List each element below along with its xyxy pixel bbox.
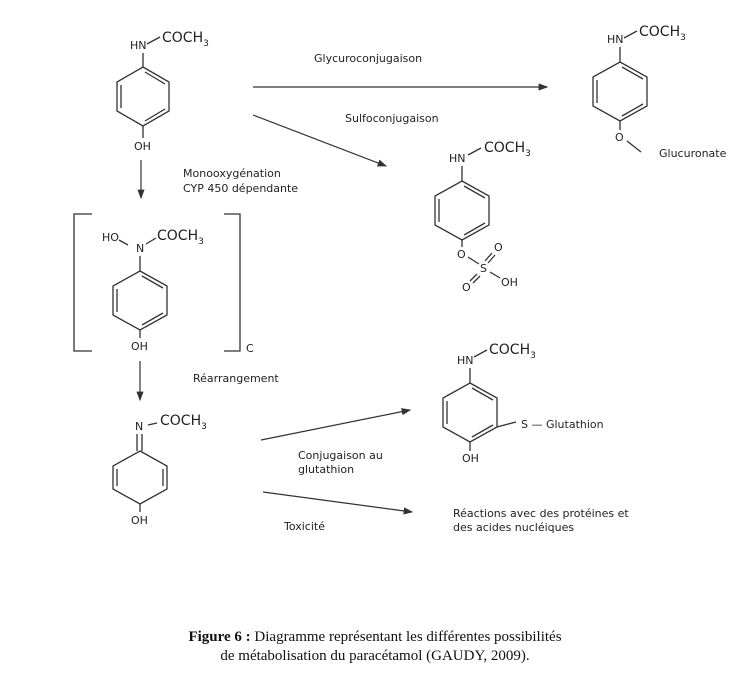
sulfate-hydroxyl-label: OH xyxy=(501,276,518,289)
arrow-sulfoconjugation xyxy=(252,114,388,167)
bracket-label: C xyxy=(246,342,254,355)
acetyl-group: COCH3 xyxy=(639,24,686,43)
amine-label: HN xyxy=(457,354,474,367)
acetyl-group: COCH3 xyxy=(162,30,209,49)
label-glucuroconjugation: Glycuroconjugaison xyxy=(314,52,422,65)
amine-label: HN xyxy=(449,152,466,165)
hydroxy-label: HO xyxy=(102,231,119,244)
molecule-glucuronide: COCH3 HN O Glucuronate xyxy=(592,24,727,160)
hydroxyl-label: OH xyxy=(462,452,479,465)
right-bracket xyxy=(224,213,241,352)
glucuronate-label: Glucuronate xyxy=(659,147,727,160)
hydroxyl-label: OH xyxy=(131,340,148,353)
nitrogen-label: N xyxy=(135,420,143,433)
acetyl-group: COCH3 xyxy=(160,413,207,432)
arrow-toxicity xyxy=(262,491,414,515)
label-glutathione-line1: Conjugaison au xyxy=(298,449,383,462)
left-bracket xyxy=(73,213,92,352)
label-rearrangement: Réarrangement xyxy=(193,372,279,385)
caption-line1: Diagramme représentant les différentes p… xyxy=(254,629,562,645)
sulfonyl-oxygen-2: O xyxy=(462,281,471,294)
molecule-glutathione-conjugate: COCH3 HN S — Glutathion OH xyxy=(442,342,604,465)
nitrogen-label: N xyxy=(136,242,144,255)
hydroxyl-label: OH xyxy=(134,140,151,153)
caption-line2: de métabolisation du paracétamol (GAUDY,… xyxy=(220,648,530,664)
amine-label: HN xyxy=(607,33,624,46)
glutathione-side-chain: S — Glutathion xyxy=(521,418,604,431)
hydroxyl-label: OH xyxy=(131,514,148,527)
figure-caption: Figure 6 : Diagramme représentant les di… xyxy=(0,628,750,666)
label-toxic-reactions-line2: des acides nucléiques xyxy=(453,521,574,534)
molecule-napqi: N COCH3 OH xyxy=(112,413,207,527)
label-sulfoconjugation: Sulfoconjugaison xyxy=(345,112,439,125)
label-toxicity: Toxicité xyxy=(283,520,325,533)
molecule-sulfate-conjugate: COCH3 HN O S O O OH xyxy=(434,140,531,294)
molecule-n-hydroxy-intermediate: C HO N COCH3 OH xyxy=(73,213,254,355)
sulfur-label: S xyxy=(480,262,487,275)
acetyl-group: COCH3 xyxy=(157,228,204,247)
label-glutathione-line2: glutathion xyxy=(298,463,354,476)
arrow-glutathione-conjugation xyxy=(260,408,412,441)
acetyl-group: COCH3 xyxy=(489,342,536,361)
oxygen-label: O xyxy=(615,131,624,144)
figure-label: Figure 6 : xyxy=(188,629,251,645)
label-monooxygenation: Monooxygénation xyxy=(183,167,281,180)
amine-label: HN xyxy=(130,39,147,52)
label-toxic-reactions-line1: Réactions avec des protéines et xyxy=(453,507,629,520)
molecule-paracetamol: COCH3 HN OH xyxy=(116,30,209,153)
paracetamol-metabolism-diagram: COCH3 HN OH Glycuroconjugaison Sulfoconj… xyxy=(73,24,727,534)
label-cyp450: CYP 450 dépendante xyxy=(183,182,298,195)
acetyl-group: COCH3 xyxy=(484,140,531,159)
sulfonyl-oxygen-1: O xyxy=(494,241,503,254)
oxygen-link-label: O xyxy=(457,248,466,261)
